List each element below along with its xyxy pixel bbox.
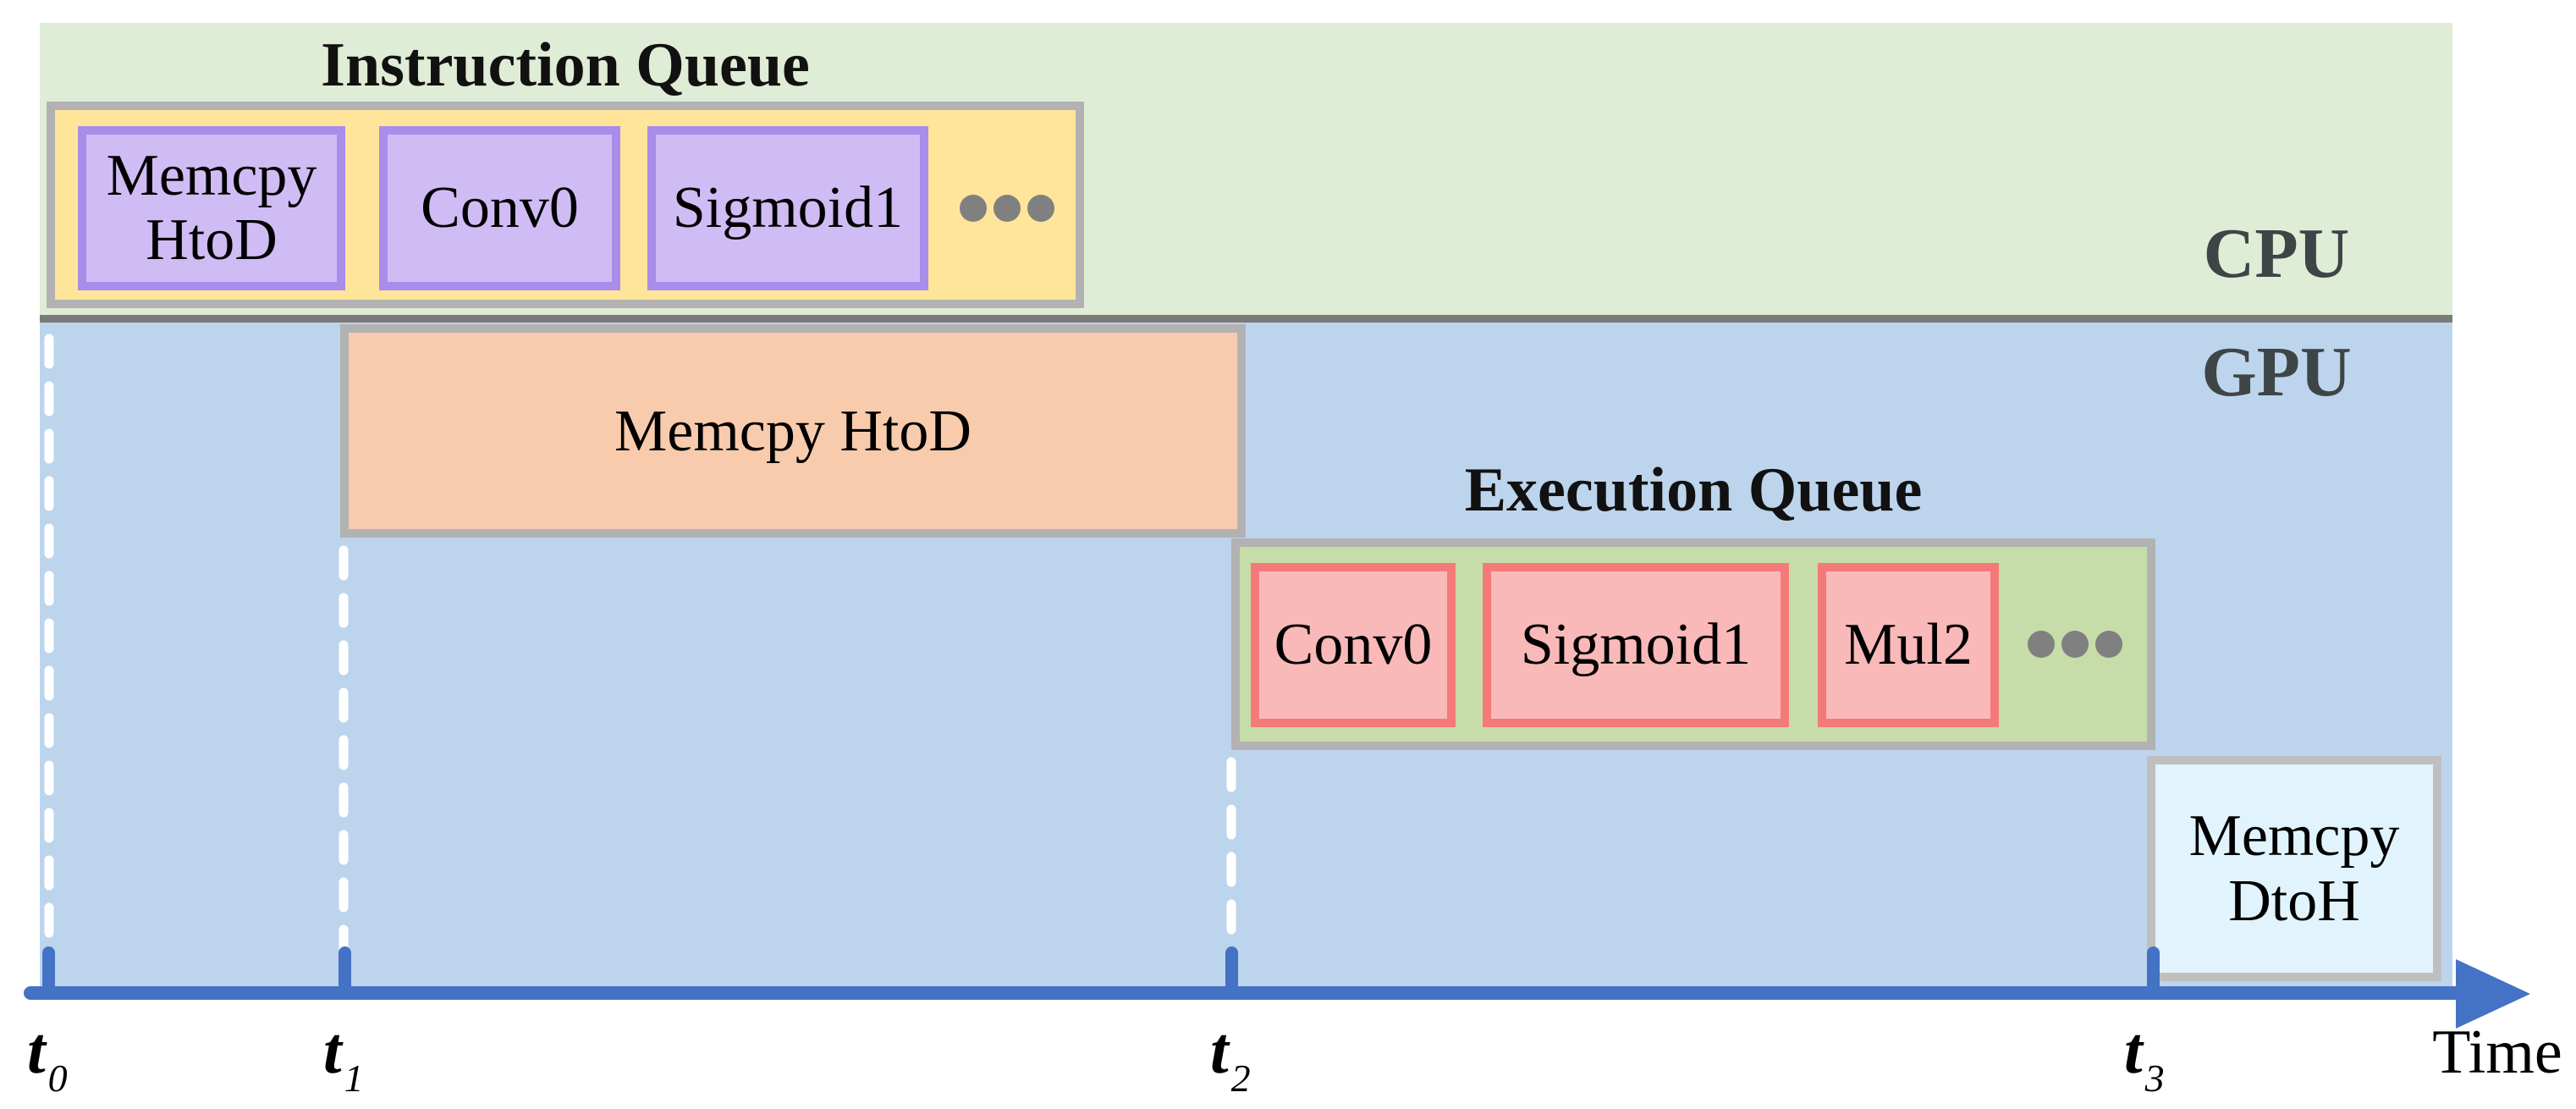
axis-tick-t3	[2147, 946, 2160, 987]
dot	[1027, 195, 1054, 222]
ellipsis-icon	[960, 195, 1054, 222]
instruction-item-conv0: Conv0	[379, 126, 620, 290]
dot	[960, 195, 987, 222]
execution-queue-title: Execution Queue	[1464, 455, 1923, 525]
time-axis-label: Time	[2432, 1018, 2562, 1087]
tick-base: t	[1210, 1013, 1229, 1087]
execution-item-mul2: Mul2	[1818, 563, 1999, 727]
axis-tick-t1	[339, 946, 351, 987]
axis-tick-label-t1: t1	[323, 1012, 433, 1100]
dot	[2028, 631, 2055, 658]
cpu-label: CPU	[2203, 214, 2350, 293]
tick-subscript: 3	[2144, 1057, 2165, 1100]
tick-base: t	[323, 1013, 342, 1087]
dot	[2095, 631, 2122, 658]
gpu-memcpy-dtoh-label: Memcpy DtoH	[2188, 803, 2400, 934]
tick-base: t	[2124, 1013, 2143, 1087]
axis-tick-label-t0: t0	[27, 1012, 137, 1100]
gpu-label: GPU	[2201, 333, 2352, 411]
axis-tick-label-t3: t3	[2124, 1012, 2234, 1100]
instruction-queue-title: Instruction Queue	[321, 30, 810, 100]
axis-tick-t0	[42, 946, 55, 987]
cpu-gpu-divider	[40, 315, 2452, 323]
ellipsis-icon	[2028, 631, 2122, 658]
dashed-guide-t1	[339, 545, 349, 989]
dot	[994, 195, 1021, 222]
execution-item-conv0: Conv0	[1251, 563, 1456, 727]
axis-tick-label-t2: t2	[1210, 1012, 1320, 1100]
dashed-guide-t0	[44, 334, 54, 989]
execution-item-sigmoid1: Sigmoid1	[1483, 563, 1789, 727]
time-axis-arrowhead-icon	[2456, 959, 2530, 1029]
gpu-memcpy-htod-box: Memcpy HtoD	[340, 324, 1246, 538]
tick-subscript: 1	[344, 1057, 364, 1100]
time-axis-line	[24, 986, 2461, 1000]
dashed-guide-t2	[1226, 757, 1236, 989]
dot	[2061, 631, 2089, 658]
instruction-item-sigmoid1: Sigmoid1	[647, 126, 928, 290]
tick-subscript: 0	[47, 1057, 68, 1100]
tick-subscript: 2	[1230, 1057, 1251, 1100]
gpu-memcpy-dtoh-box: Memcpy DtoH	[2147, 756, 2441, 981]
axis-tick-t2	[1225, 946, 1238, 987]
tick-base: t	[27, 1013, 46, 1087]
instruction-item-memcpy-htod: Memcpy HtoD	[78, 126, 345, 290]
